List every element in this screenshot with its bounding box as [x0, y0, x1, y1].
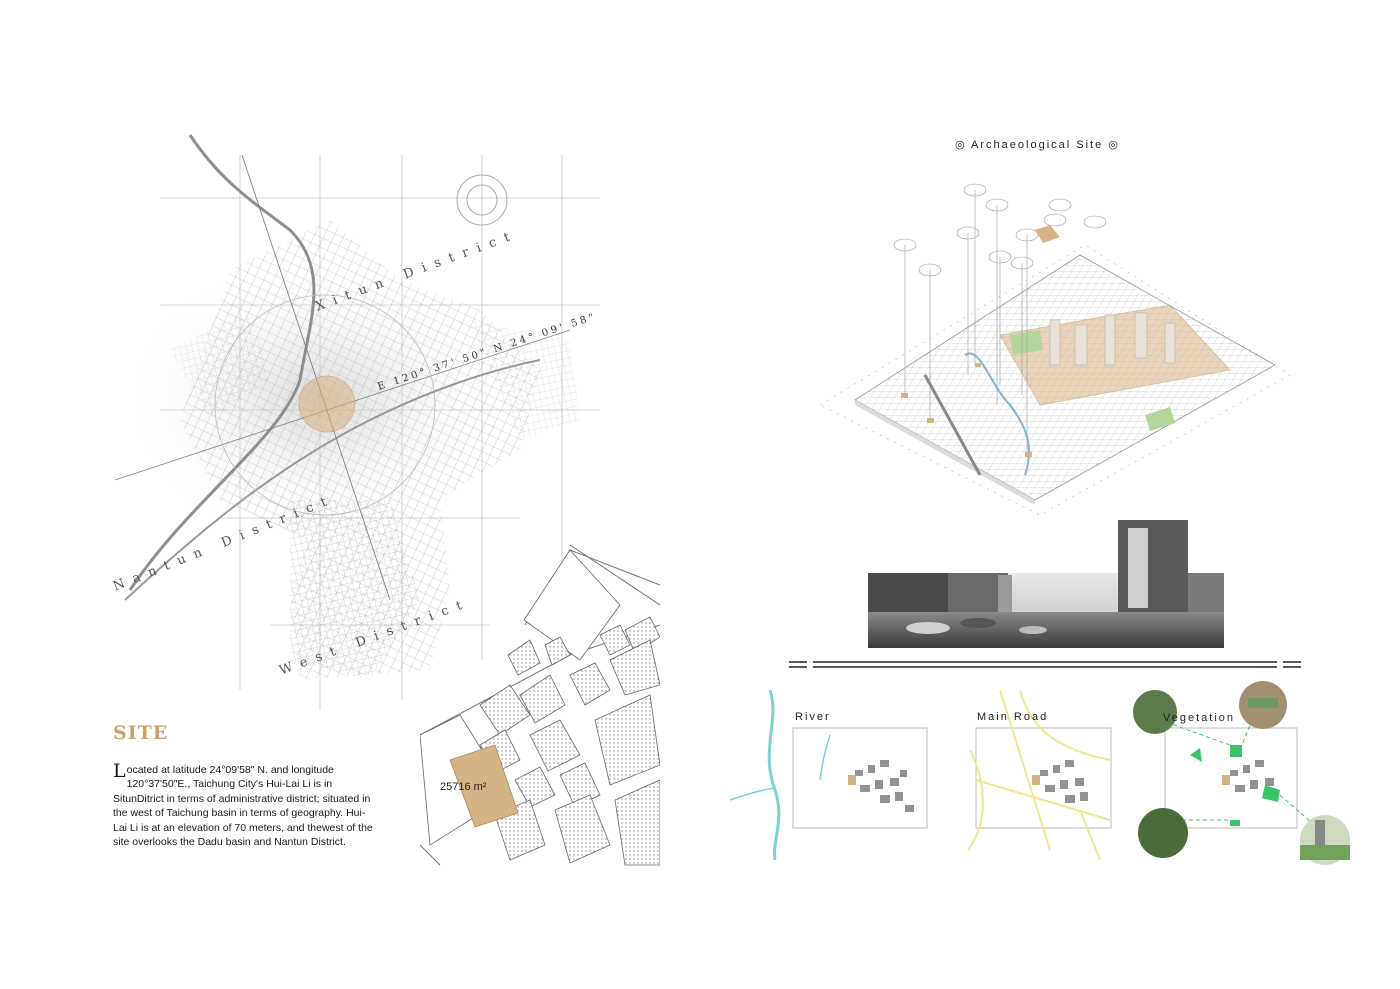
archaeological-axonometric [815, 175, 1295, 520]
axonometric-drawing [818, 183, 1291, 516]
archaeological-site-title: ◎ Archaeological Site ◎ [955, 139, 1120, 151]
site-area-label: 25716 m² [440, 781, 487, 793]
site-description-text: ocated at latitude 24°09'58" N. and long… [113, 764, 373, 849]
river-analysis [729, 689, 930, 861]
main-road-label: Main Road [977, 711, 1049, 723]
city-map [70, 120, 670, 720]
main-road-analysis-drawing [967, 689, 1112, 861]
main-road-analysis [960, 689, 1120, 861]
section-divider [787, 657, 1303, 668]
vegetation-analysis-drawing [1133, 681, 1350, 865]
site-title: SITE [113, 722, 169, 744]
vegetation-analysis [1130, 680, 1355, 870]
site-description-dropcap: L [113, 760, 126, 782]
city-map-drawing [114, 134, 600, 710]
panorama-photo-drawing [868, 520, 1224, 648]
panorama-photo [868, 520, 1224, 648]
section-divider-lines [789, 661, 1301, 668]
river-label: River [795, 711, 831, 723]
site-block-drawing [419, 544, 661, 866]
site-block-map [419, 544, 661, 867]
river-analysis-drawing [729, 689, 928, 861]
vegetation-label: Vegetation [1163, 712, 1235, 724]
